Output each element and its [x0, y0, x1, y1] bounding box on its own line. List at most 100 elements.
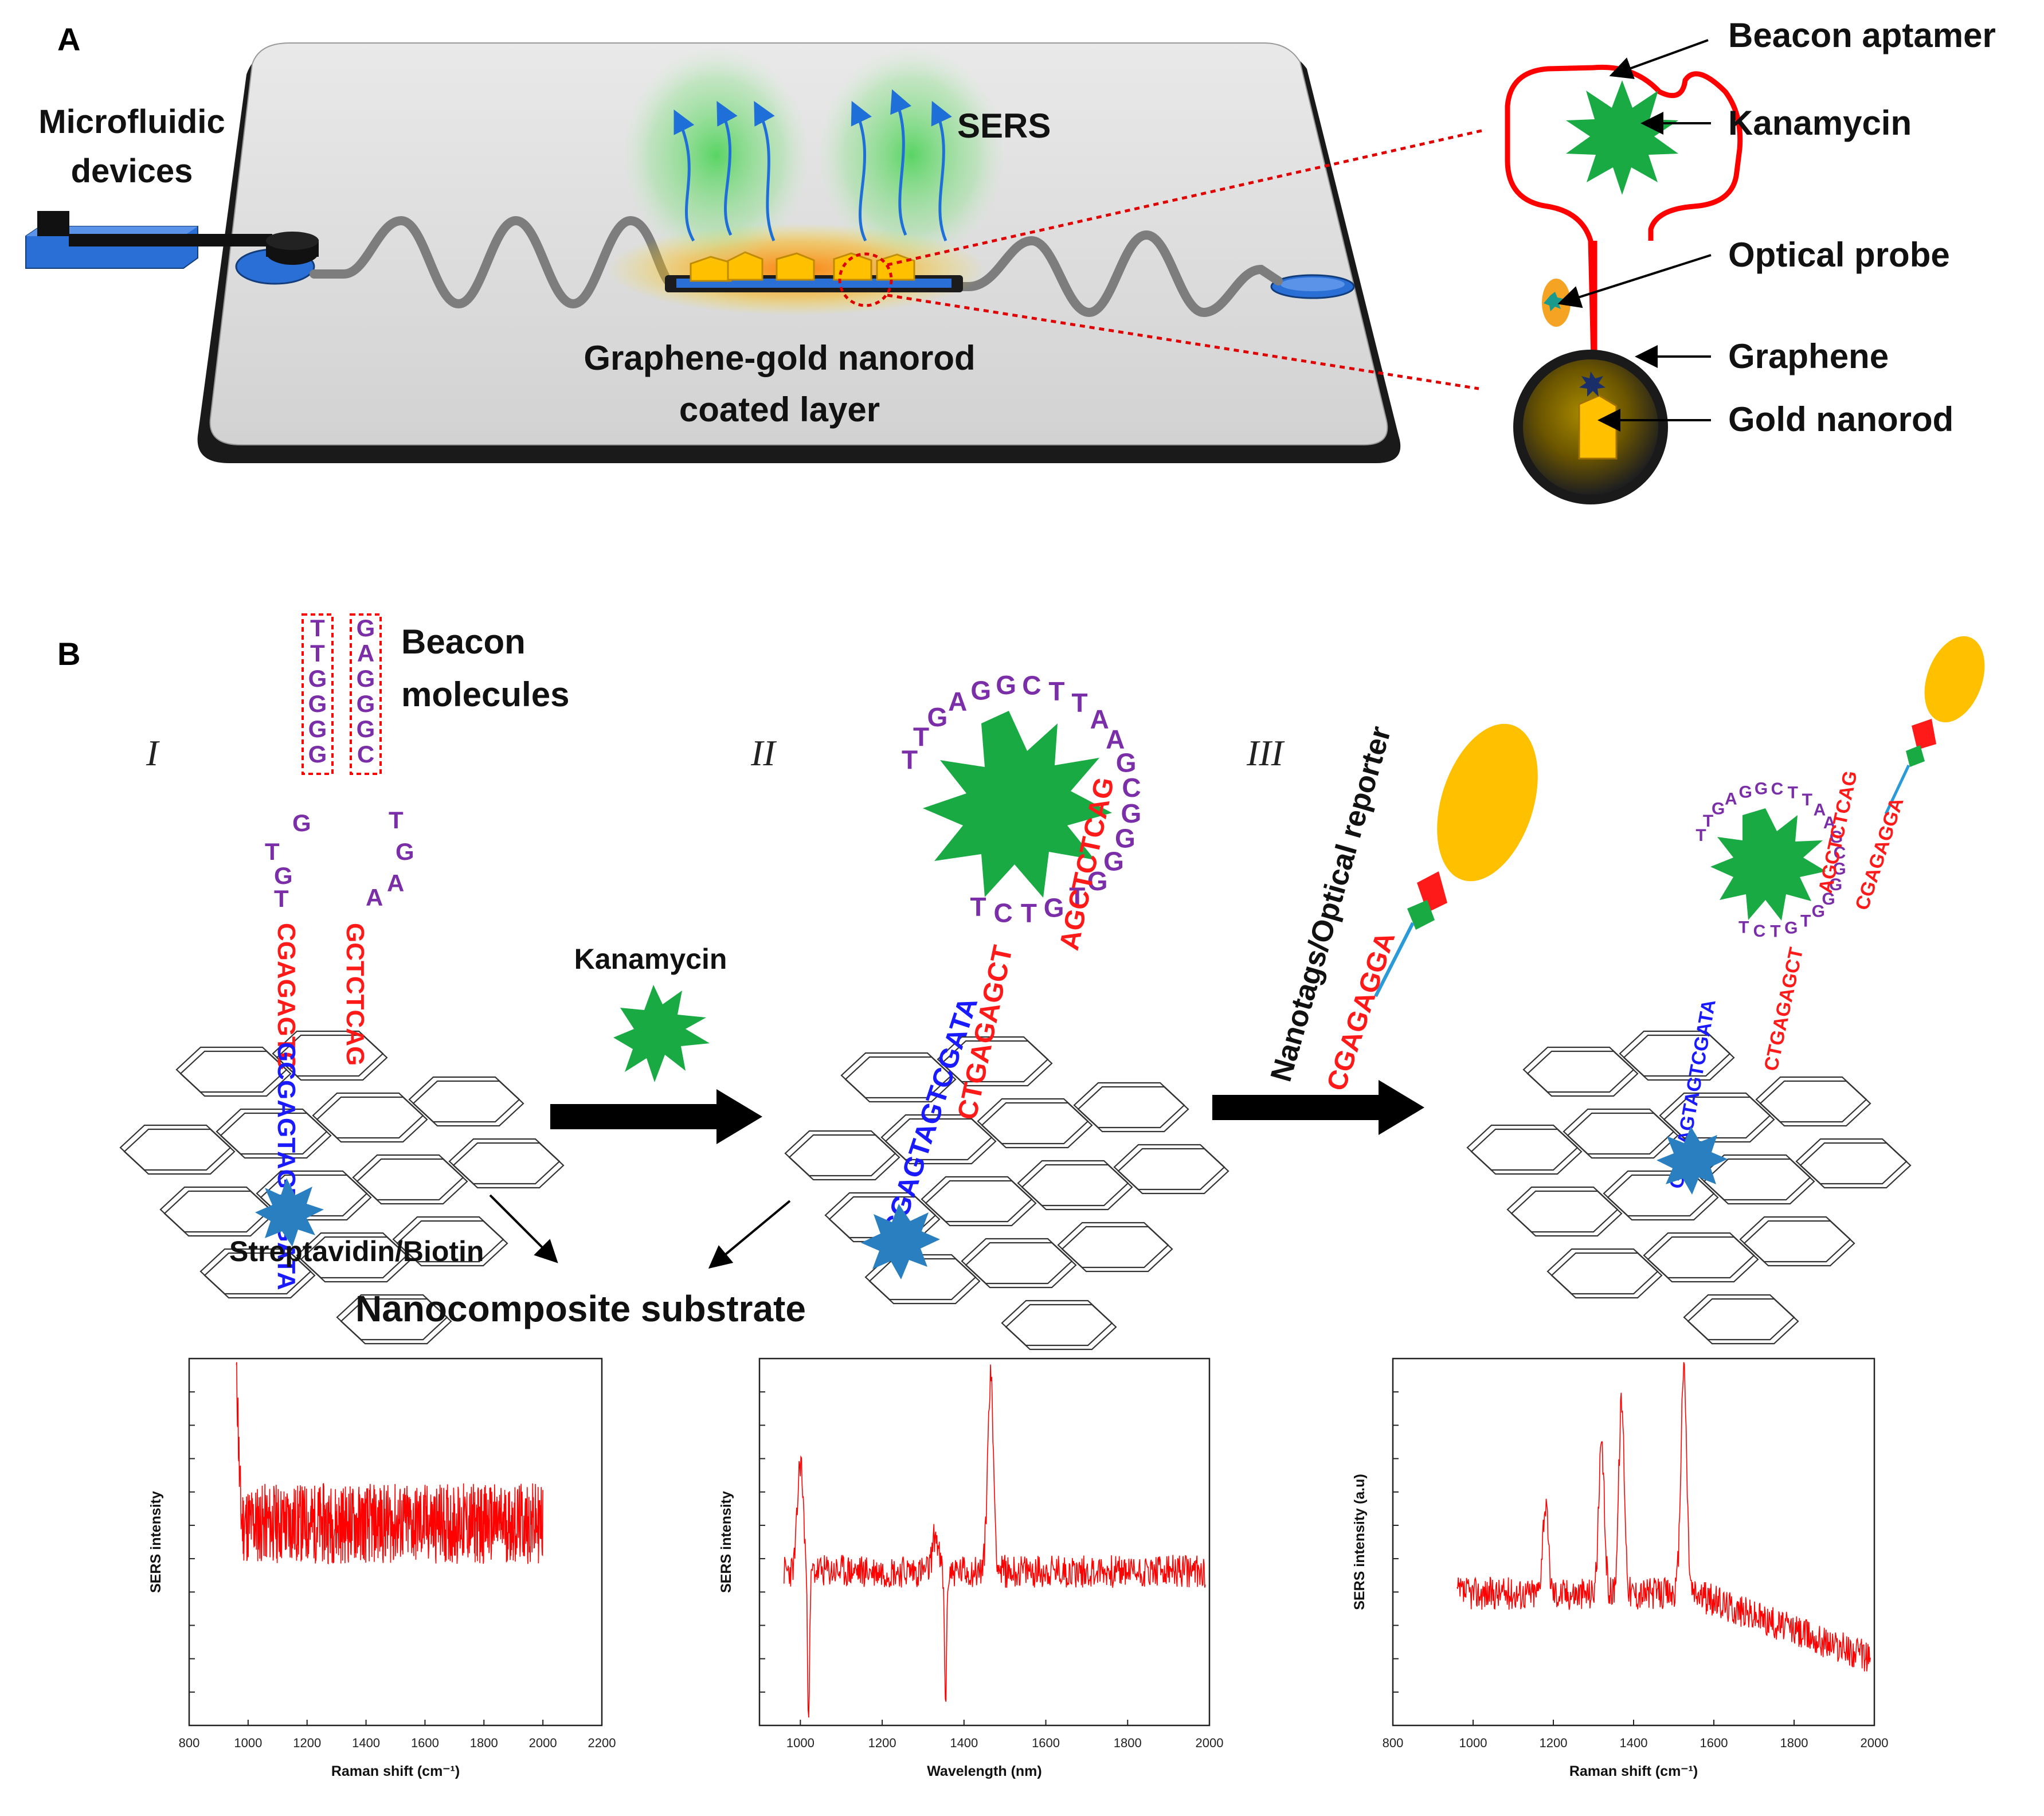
graphene-cell [340, 1298, 452, 1345]
x-tick-label: 1400 [950, 1736, 978, 1750]
graphene-cell [1755, 1076, 1867, 1123]
ring-letter: G [1755, 780, 1768, 799]
x-tick-label: 2200 [588, 1736, 616, 1750]
x-tick-label: 1600 [1700, 1736, 1728, 1750]
x-tick-label: 1800 [1780, 1736, 1808, 1750]
stem-right-a1: A [387, 870, 404, 897]
ring-letter: G [996, 670, 1016, 700]
kanamycin-star-inset [1566, 80, 1678, 195]
graphene-cell [925, 1180, 1037, 1227]
x-tick-label: 1200 [1540, 1736, 1568, 1750]
graphene-cell [1077, 1086, 1189, 1133]
kanamycin-star [613, 985, 710, 1082]
plot-frame [758, 1357, 1211, 1727]
graphene-cell [864, 1254, 977, 1301]
zoom-line-bottom [887, 293, 1479, 390]
sers-label: SERS [957, 107, 1051, 145]
graphene-cell [352, 1154, 464, 1201]
loop-letter: G [357, 690, 375, 717]
graphene-cell [965, 1242, 1077, 1289]
ring-letter: T [913, 722, 929, 752]
x-tick-label: 2000 [1196, 1736, 1224, 1750]
seq-reporter-iii: CGAGAGGA [1851, 795, 1908, 913]
ring-letter: G [1832, 860, 1846, 879]
x-tick-label: 2000 [529, 1736, 557, 1750]
kanamycin-label: Kanamycin [574, 943, 727, 975]
x-tick-label: 1800 [1114, 1736, 1142, 1750]
graphene-cell [408, 1076, 520, 1123]
graphene-cell [1683, 1294, 1795, 1341]
microfluidic-label-2: devices [71, 152, 193, 190]
ring-letter: G [1712, 800, 1725, 819]
seq-blue-ii: GCGAGTAGTCGATA [871, 993, 984, 1260]
ring-letter: C [1834, 844, 1846, 863]
graphene-cell [941, 1040, 1053, 1087]
seq-blue-i: GCGAGTAGTCGATA [272, 1042, 300, 1290]
graphene-cell [1057, 1222, 1169, 1269]
graphene-cell [784, 1130, 896, 1177]
graphene-cell [276, 1034, 388, 1081]
ring-letter: T [1703, 812, 1713, 831]
gold-nanorod-icon [1578, 394, 1618, 460]
x-tick-label: 2000 [1861, 1736, 1889, 1750]
graphene-cell [1619, 1030, 1731, 1077]
label-gold-nanorod: Gold nanorod [1728, 400, 1953, 439]
ring-letter: C [1022, 671, 1041, 700]
ring-letter: G [970, 675, 991, 705]
graphene-cell [1607, 1174, 1719, 1221]
process-arrow-2 [1212, 1080, 1424, 1135]
substrate-pointer-2 [708, 1200, 791, 1269]
graphene-cell [1647, 1236, 1759, 1283]
ring-letter: G [1830, 828, 1843, 847]
graphene-cell [119, 1124, 232, 1171]
graphene-cell [1470, 1128, 1583, 1175]
graphene-cell [1117, 1148, 1229, 1195]
graphene-cell [1795, 1138, 1908, 1185]
graphene-cell [1001, 1300, 1113, 1347]
ring-letter: A [1106, 725, 1125, 754]
label-graphene: Graphene [1728, 337, 1889, 375]
graphene-cell [1506, 1186, 1619, 1233]
beacon-label-1: Beacon [401, 623, 526, 661]
graphene-cell [159, 1186, 272, 1233]
ring-letter: T [902, 745, 918, 775]
ring-letter: G [1121, 799, 1142, 828]
ring-letter: A [1725, 789, 1737, 808]
aptamer-inset [1505, 64, 1743, 504]
graphene-cell [1659, 1092, 1771, 1139]
graphene-cell [199, 1248, 312, 1295]
graphene-cell [412, 1080, 524, 1127]
graphene-cell [1739, 1216, 1851, 1263]
stem-right-a2: A [366, 884, 383, 911]
x-tick-label: 1600 [1032, 1736, 1060, 1750]
ring-letter: C [1753, 922, 1766, 941]
graphene-cell [300, 1236, 412, 1283]
graphene-cell [880, 1114, 993, 1161]
graphene-cell [1005, 1304, 1117, 1351]
ring-letter: T [1802, 790, 1812, 809]
seq-red-iii-top: AGCTCTCAG [1815, 769, 1862, 895]
stage-i-label: I [146, 733, 160, 773]
loop-letter: G [357, 615, 375, 641]
seq-red-iii: CTGAGAGCT [1760, 945, 1808, 1073]
graphene-cell [452, 1142, 565, 1189]
ring-letter: A [948, 686, 967, 716]
graphene-cell [1522, 1046, 1635, 1093]
graphene-cell [921, 1176, 1033, 1223]
graphene-cell [844, 1056, 957, 1103]
spectrum-line [1456, 1362, 1871, 1672]
graphene-cell [1546, 1248, 1659, 1295]
zoom-line-top [887, 129, 1482, 267]
graphene-cell [312, 1092, 424, 1139]
graphene-cell [1550, 1252, 1663, 1299]
graphene-lattice-1 [119, 1030, 565, 1345]
loop-letter: G [308, 715, 327, 742]
graphene-cell [163, 1190, 276, 1237]
y-axis-label: SERS intensity [148, 1491, 164, 1593]
ring-letter: C [993, 898, 1012, 927]
graphene-lattice-2 [784, 1036, 1229, 1351]
ring-letter: A [1090, 704, 1109, 734]
ring-letter: G [927, 702, 948, 732]
